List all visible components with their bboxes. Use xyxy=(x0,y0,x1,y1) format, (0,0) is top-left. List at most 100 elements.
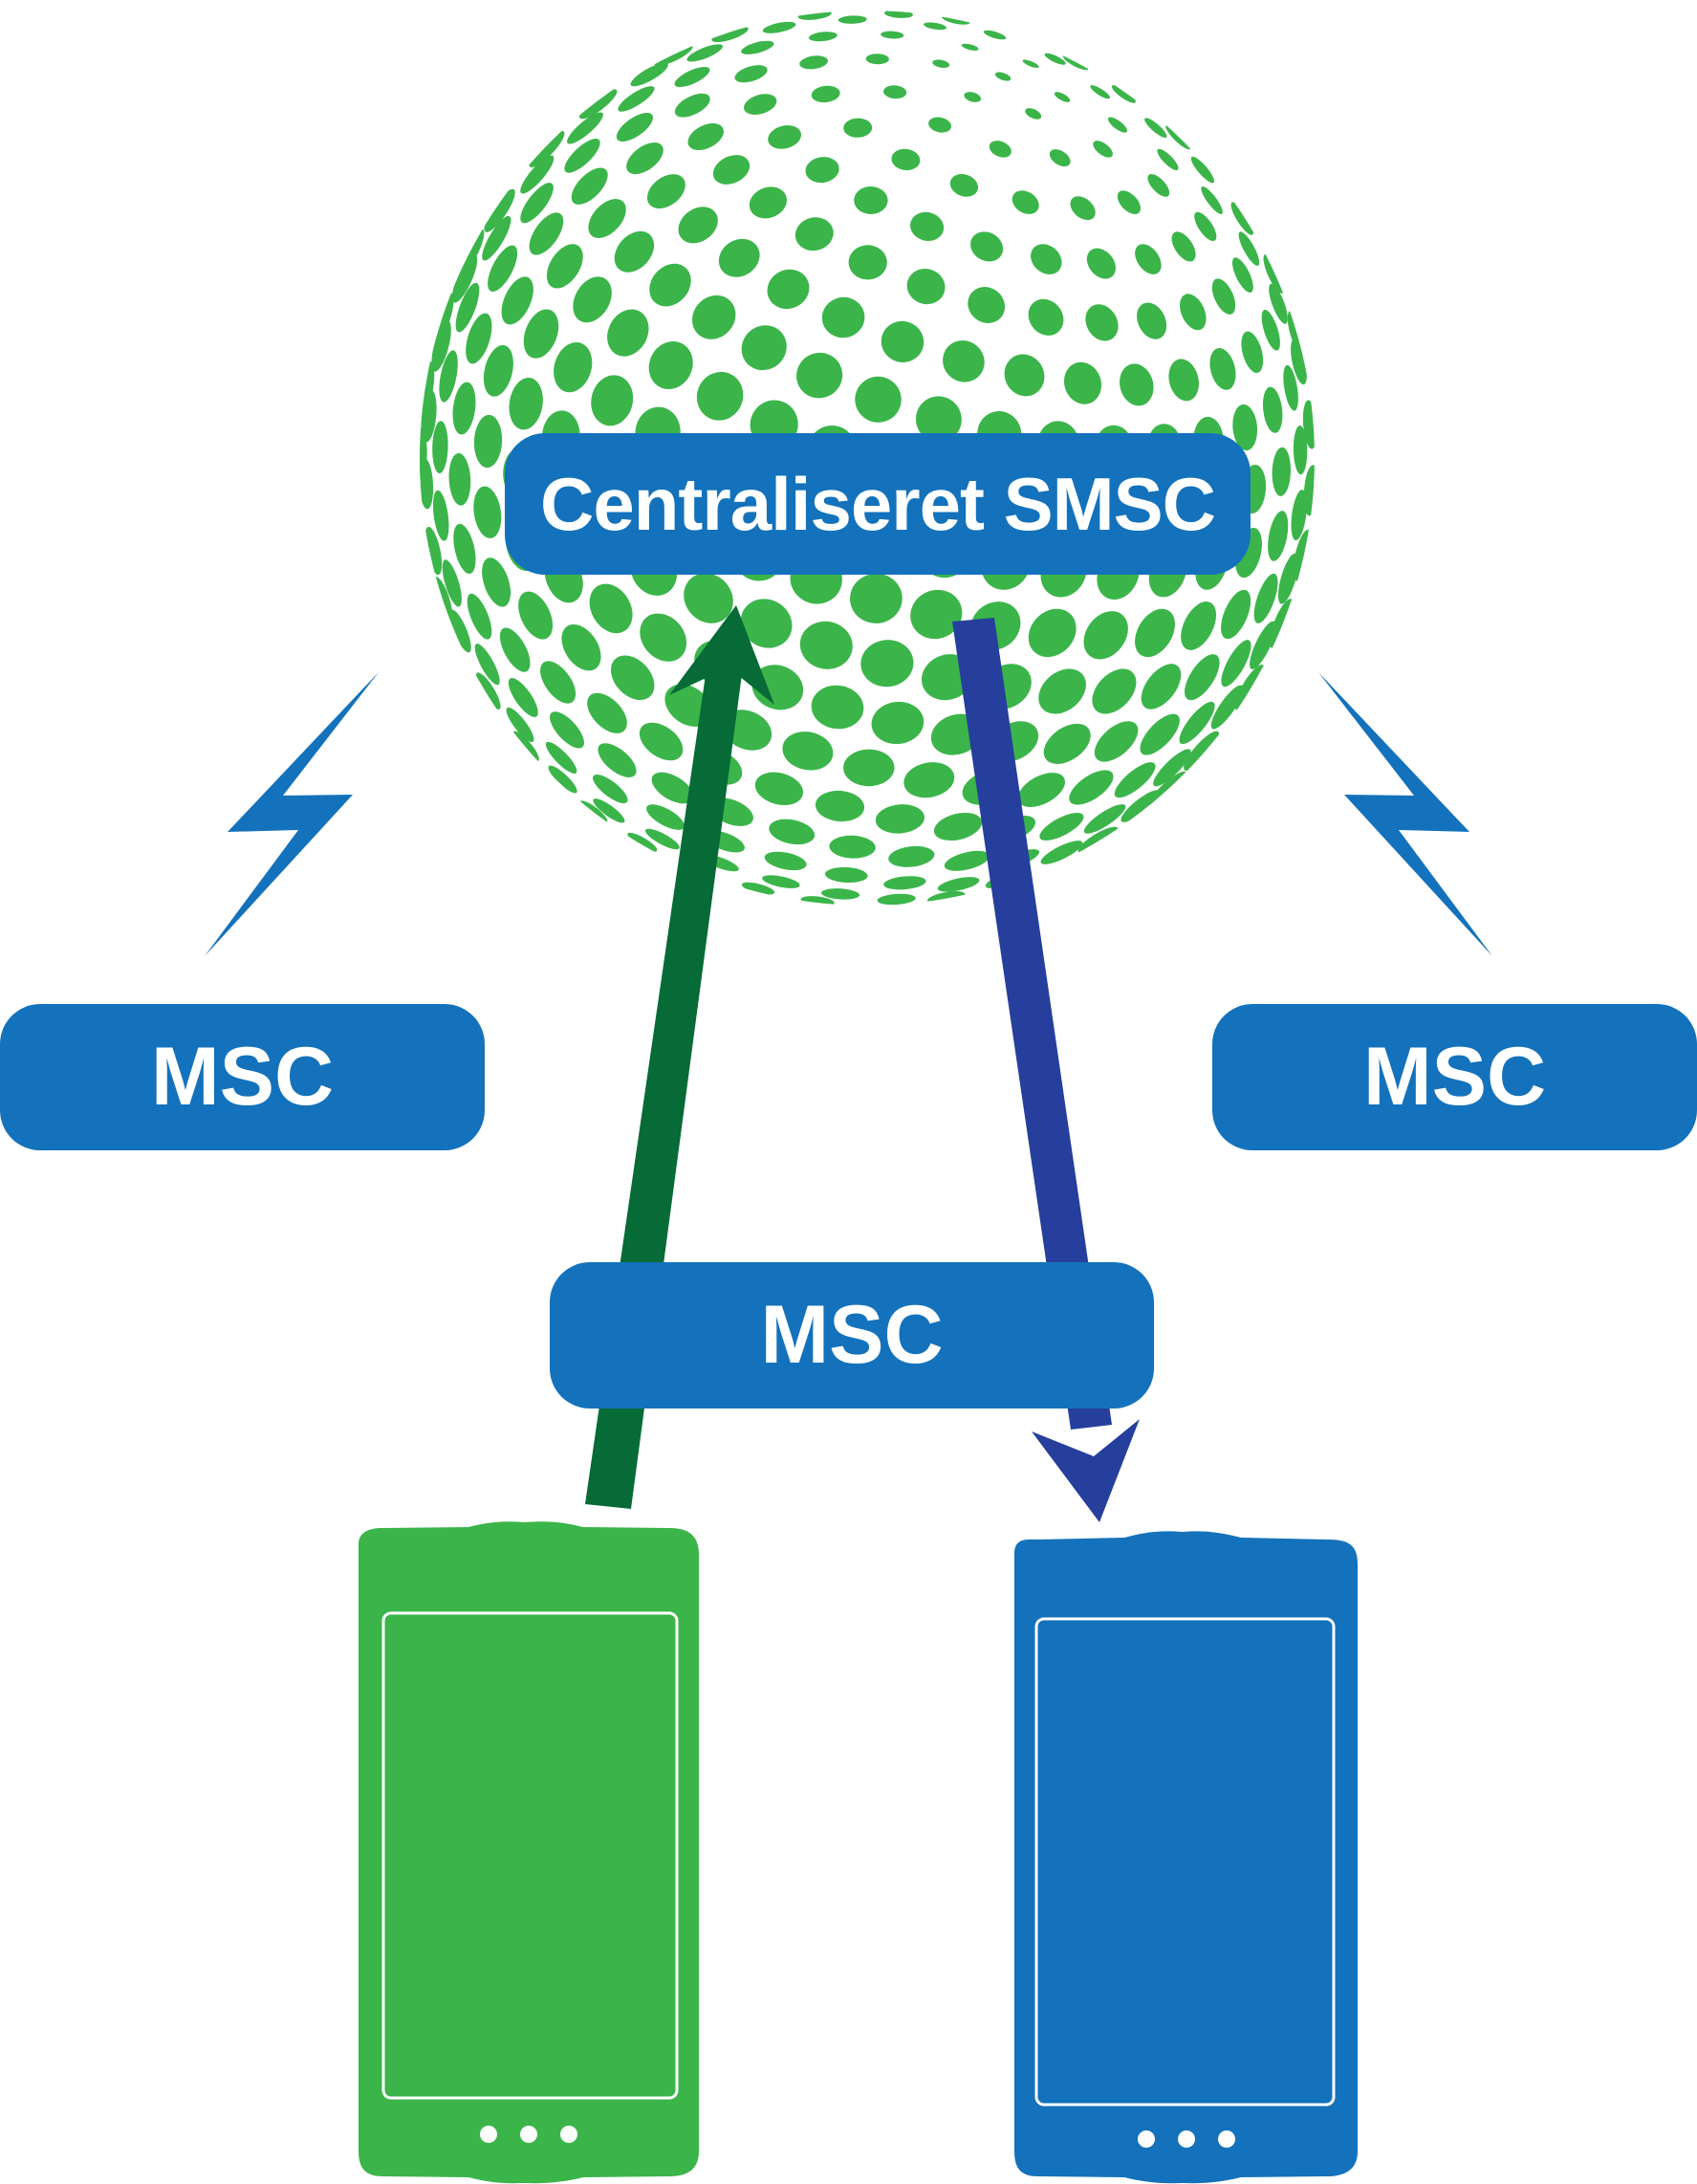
globe-dot xyxy=(910,211,945,241)
globe-dot xyxy=(796,352,843,399)
globe-dot xyxy=(475,672,501,710)
msc-left-label: MSC xyxy=(150,1031,335,1123)
globe-dot xyxy=(554,341,593,393)
globe-dot xyxy=(749,186,788,219)
globe-dot xyxy=(933,812,983,841)
globe-dot xyxy=(466,313,492,364)
globe-dot xyxy=(1303,465,1315,516)
msc-right-label: MSC xyxy=(1362,1031,1547,1123)
globe-dot xyxy=(762,21,796,33)
globe-dot xyxy=(711,26,749,43)
globe-dot xyxy=(474,644,500,686)
globe-dot xyxy=(646,174,685,209)
globe-dot xyxy=(1211,278,1236,315)
globe-dot xyxy=(751,665,804,710)
globe-dot xyxy=(829,835,876,859)
globe-dot xyxy=(767,269,810,310)
globe-dot xyxy=(691,295,736,339)
globe-dot xyxy=(1210,685,1244,730)
globe-dot xyxy=(850,573,903,623)
arrow-to-phone xyxy=(952,618,1140,1522)
globe-dot xyxy=(854,186,888,215)
globe-dot xyxy=(860,640,914,688)
globe-dot xyxy=(741,325,787,371)
globe-dot xyxy=(1250,621,1276,669)
globe-dot xyxy=(1004,354,1045,397)
globe-dot xyxy=(499,627,531,672)
globe-dot xyxy=(1291,490,1307,541)
globe-dot xyxy=(1040,841,1083,864)
msc-node-center: MSC xyxy=(550,1262,1154,1409)
globe-dot xyxy=(1069,770,1114,805)
globe-dot xyxy=(1272,447,1292,496)
globe-dot xyxy=(1114,762,1156,798)
globe-dot xyxy=(455,282,480,333)
globe-dot xyxy=(614,230,655,273)
globe-dot xyxy=(473,486,502,538)
globe-dot xyxy=(540,661,577,704)
globe-dot xyxy=(943,339,985,382)
globe-dot xyxy=(932,59,950,68)
globe-dot xyxy=(937,877,980,892)
globe-dot xyxy=(916,396,962,443)
globe-dot xyxy=(448,452,471,506)
globe-dot xyxy=(1144,118,1167,139)
globe-dot xyxy=(1221,589,1251,640)
globe-dot xyxy=(855,376,902,423)
globe-dot xyxy=(884,11,913,18)
globe-dot xyxy=(1190,156,1215,184)
globe-dot xyxy=(843,118,873,138)
globe-dot xyxy=(1221,640,1251,688)
globe-dot xyxy=(1291,339,1307,385)
globe-dot xyxy=(598,743,637,777)
globe-dot xyxy=(645,828,680,850)
globe-dot xyxy=(928,117,952,133)
globe-dot xyxy=(473,414,503,469)
globe-dot xyxy=(754,772,804,806)
globe-dot xyxy=(821,888,860,900)
globe-dot xyxy=(838,15,867,24)
globe-dot xyxy=(762,875,800,888)
globe-dot xyxy=(588,199,626,238)
globe-dot xyxy=(1107,117,1128,133)
globe-dot xyxy=(1263,253,1285,294)
globe-dot xyxy=(1031,244,1062,274)
globe-dot xyxy=(1062,55,1089,71)
globe-dot xyxy=(811,85,840,103)
globe-dot xyxy=(1180,294,1207,331)
globe-dot xyxy=(626,142,664,175)
globe-dot xyxy=(1137,302,1167,339)
globe-dot xyxy=(1093,141,1113,158)
globe-dot xyxy=(506,707,534,743)
globe-dot xyxy=(1293,426,1308,475)
globe-dot xyxy=(1028,608,1077,658)
globe-dot xyxy=(484,188,515,232)
globe-dot xyxy=(1140,713,1180,755)
globe-dot xyxy=(1044,53,1066,65)
globe-dot xyxy=(571,167,608,205)
lightning-bolt-icon-left xyxy=(205,672,379,956)
msc-node-left: MSC xyxy=(0,1004,485,1150)
globe-dot xyxy=(508,678,538,717)
globe-dot xyxy=(903,762,955,798)
globe-dot xyxy=(1135,608,1175,658)
globe-dot xyxy=(1043,723,1091,764)
globe-dot xyxy=(881,31,904,39)
globe-dot xyxy=(482,215,511,261)
globe-dot xyxy=(684,573,733,623)
globe-dot xyxy=(961,43,979,51)
globe-dot xyxy=(640,613,687,662)
globe-dot xyxy=(518,591,554,640)
globe-dot xyxy=(593,774,628,804)
globe-dot xyxy=(593,798,625,823)
globe-dot xyxy=(891,148,921,171)
globe-dot xyxy=(906,269,946,305)
globe-dot xyxy=(1234,664,1265,710)
globe-dot xyxy=(1201,186,1223,214)
globe-dot xyxy=(964,92,982,102)
globe-dot xyxy=(529,130,565,167)
globe-dot xyxy=(678,207,718,244)
globe-dot xyxy=(686,44,723,62)
globe-dot xyxy=(630,62,668,87)
globe-dot xyxy=(875,804,925,834)
